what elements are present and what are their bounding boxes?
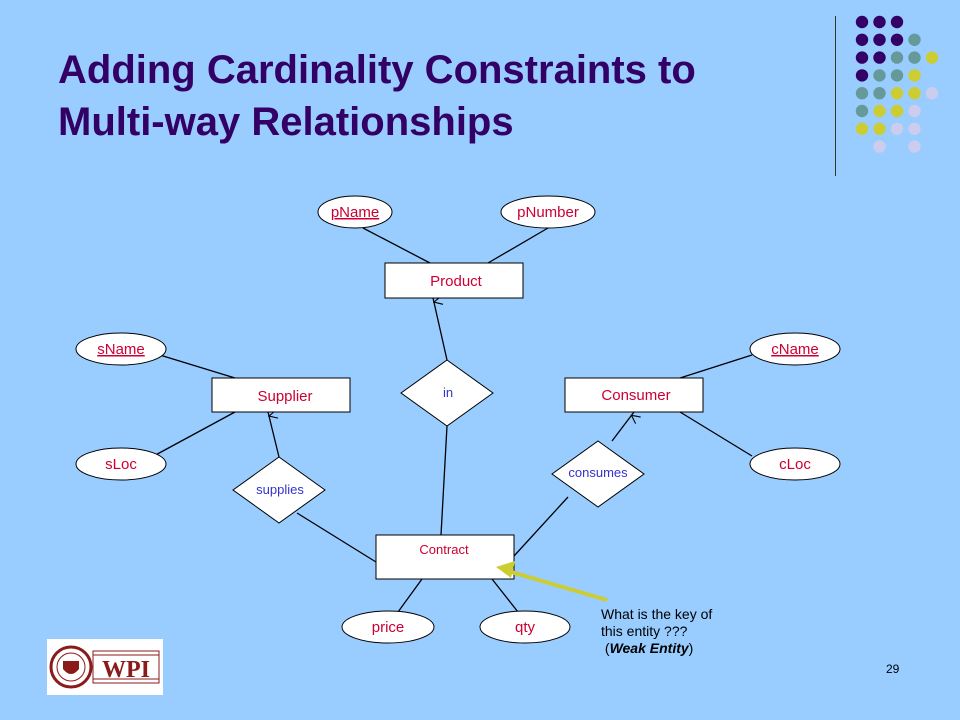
edge-consumes-consumer-arrow [611,411,634,442]
note-paren-close: ) [688,640,694,656]
attribute-price-label: price [372,619,405,636]
edge-supplies-supplier-arrow [267,412,280,458]
edge-sloc-supplier [149,411,236,459]
decorative-dot [873,51,886,64]
decorative-dot [873,69,886,82]
decorative-dot [890,69,904,82]
edge-supplies-contract [296,512,377,563]
decorative-dot [890,87,904,100]
decorative-dot [873,15,886,29]
slide-title: Adding Cardinality Constraints to Multi-… [58,44,798,148]
note-line-2: this entity ??? [601,623,688,639]
decorative-dot [855,51,869,64]
attribute-qty: qty [479,610,571,644]
decorative-dot [855,33,869,46]
wpi-seal-icon: WPI [49,645,160,689]
edge-pname-product [362,227,431,264]
edge-qty-contract [491,578,519,613]
edge-sname-supplier [149,351,236,379]
relationship-supplies: supplies [232,456,326,524]
attribute-pnumber: pNumber [500,195,596,229]
decorative-dot [890,122,904,135]
decorative-dot [873,87,886,100]
attribute-sloc: sLoc [75,447,167,481]
decorative-dot [855,15,869,29]
decorative-dot [890,33,904,46]
decorative-dot [925,87,939,100]
relationship-consumes-label: consumes [568,465,628,480]
entity-product-label: Product [430,273,483,290]
attribute-qty-label: qty [515,619,536,636]
attribute-sname: sName [75,332,167,366]
note-line-3: (Weak Entity) [601,640,771,657]
decorative-dot [908,69,921,82]
note-emphasis: Weak Entity [609,640,689,656]
page-number: 29 [886,662,900,676]
decorative-dot [925,51,939,64]
relationship-consumes: consumes [551,440,645,508]
decorative-dot [908,87,921,100]
edge-in-product-arrow [432,298,448,361]
entity-contract: Contract [375,534,515,580]
entity-consumer: Consumer [564,377,704,413]
edge-cloc-consumer [679,411,753,457]
decorative-dot [908,33,921,46]
decorative-dot [908,140,921,153]
decorative-dot [908,51,921,64]
decorative-dot [890,104,904,118]
attribute-cname: cName [749,332,841,366]
decorative-dot [873,140,886,153]
logo-text: WPI [102,657,150,683]
entity-supplier-label: Supplier [257,388,312,405]
attribute-cname-label: cName [771,341,819,358]
edge-in-contract [440,425,448,536]
edge-pnumber-product [487,227,549,264]
attribute-sloc-label: sLoc [105,456,137,473]
attribute-pnumber-label: pNumber [517,204,579,221]
relationship-supplies-label: supplies [256,482,304,497]
decorative-dot [855,122,869,135]
decorative-dot [855,87,869,100]
decorative-dot [873,33,886,46]
decorative-dot [855,69,869,82]
decorative-dot [890,51,904,64]
decorative-dot [908,122,921,135]
title-line-1: Adding Cardinality Constraints to [58,48,696,92]
attribute-cloc-label: cLoc [779,456,811,473]
relationship-in-label: in [443,385,453,400]
decorative-dot [908,104,921,118]
wpi-logo: WPI [47,639,163,695]
entity-contract-label: Contract [419,542,469,557]
decorative-dot [890,15,904,29]
attribute-cloc: cLoc [749,447,841,481]
decorative-dot [873,104,886,118]
pointer-arrow [496,561,608,602]
decorative-dot [855,104,869,118]
edge-price-contract [397,578,423,613]
entity-consumer-label: Consumer [601,387,670,404]
decorative-divider-line [835,16,836,176]
attribute-price: price [341,610,435,644]
edge-cname-consumer [679,354,753,379]
question-note: What is the key of this entity ??? (Weak… [601,606,771,657]
relationship-in: in [400,359,494,427]
note-paren-open: ( [604,640,610,656]
entity-supplier: Supplier [211,377,351,413]
entity-product: Product [384,262,524,299]
decorative-dot [873,122,886,135]
attribute-pname: pName [317,195,393,229]
title-line-2: Multi-way Relationships [58,100,514,144]
note-line-1: What is the key of [601,606,713,622]
attribute-pname-label: pName [331,204,379,221]
attribute-sname-label: sName [97,341,145,358]
edge-consumes-contract [513,496,569,557]
